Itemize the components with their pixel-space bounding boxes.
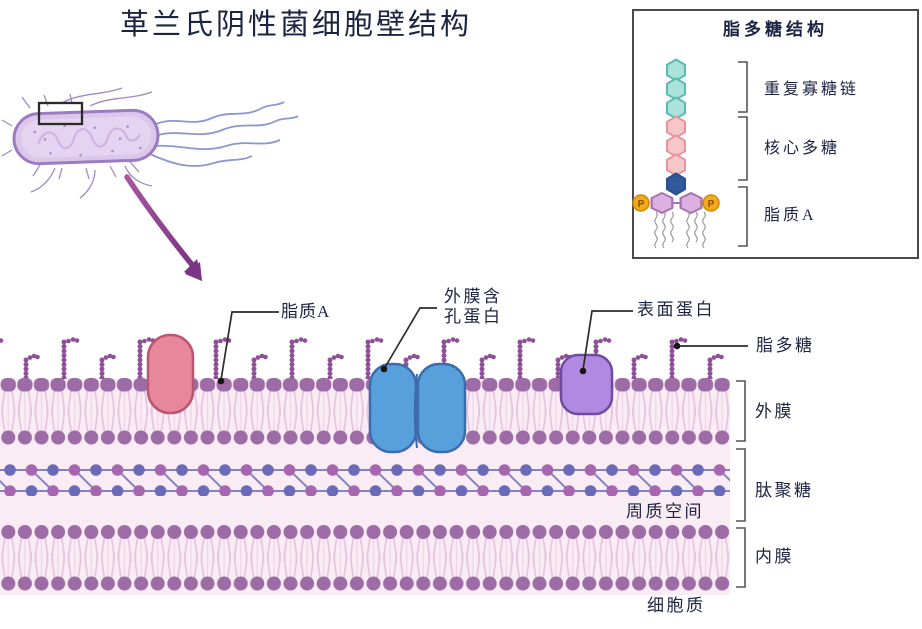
layer-label-peptidoglycan: 肽聚糖 xyxy=(755,481,814,500)
legend-label-core-polysaccharide: 核心多糖 xyxy=(764,140,841,157)
nucleoid-squiggle xyxy=(37,127,141,150)
peptidoglycan-mesh xyxy=(0,462,730,496)
legend-brackets xyxy=(738,61,748,247)
callout-porin-line2: 孔蛋白 xyxy=(444,307,503,327)
outer-membrane-bottom-leaflet xyxy=(0,405,730,445)
zoom-region-box xyxy=(37,101,84,126)
inner-membrane-bottom-leaflet xyxy=(0,551,730,591)
callout-lipid-a: 脂质A xyxy=(281,302,331,321)
fatty-acid-tails xyxy=(654,211,706,249)
callout-lipopolysaccharide: 脂多糖 xyxy=(756,336,815,355)
phosphate-icon xyxy=(702,194,720,212)
bacterium-body xyxy=(12,108,160,166)
surface-protein-shape xyxy=(559,353,614,416)
layer-label-inner-membrane: 内膜 xyxy=(755,547,794,566)
layer-label-cytoplasm: 细胞质 xyxy=(647,596,706,615)
page-title: 革兰氏阴性菌细胞壁结构 xyxy=(119,9,472,41)
legend-label-repeat-oligosaccharide: 重复寡糖链 xyxy=(764,81,860,98)
flagella xyxy=(149,101,299,167)
porin-protein xyxy=(368,362,467,454)
callout-lines xyxy=(220,307,748,381)
magnify-arrow xyxy=(124,174,202,281)
pili xyxy=(1,87,153,199)
phosphate-letter: P xyxy=(708,199,715,210)
callout-surface-protein: 表面蛋白 xyxy=(637,300,715,319)
bacterium-illustration xyxy=(1,87,299,199)
legend-title: 脂多糖结构 xyxy=(723,20,828,39)
lipid-anchored-protein xyxy=(146,333,195,415)
lps-legend-box: P P xyxy=(632,9,919,259)
legend-label-lipid-a: 脂质A xyxy=(764,207,817,224)
phosphate-letter: P xyxy=(638,199,645,210)
callout-dots xyxy=(217,342,681,385)
layer-label-periplasmic-space: 周质空间 xyxy=(626,502,704,521)
layer-brackets xyxy=(736,380,746,588)
lipid-a-hexagon xyxy=(650,191,674,215)
callout-porin-line1: 外膜含 xyxy=(444,287,503,306)
layer-label-outer-membrane: 外膜 xyxy=(755,402,794,421)
lps-layer xyxy=(0,337,730,379)
callout-porin: 外膜含 孔蛋白 xyxy=(444,287,503,328)
inner-core-hexagon xyxy=(666,172,686,196)
phosphate-icon xyxy=(632,194,650,212)
